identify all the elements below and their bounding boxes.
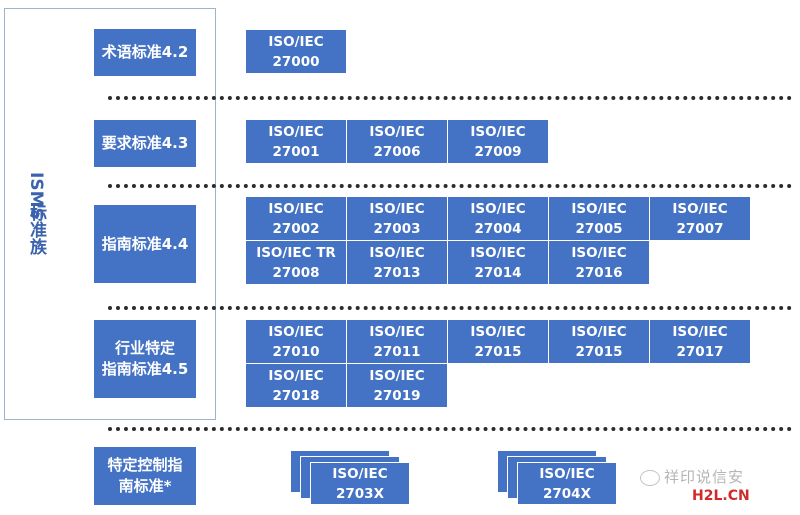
standard-prefix: ISO/IEC [470,200,526,217]
standard-box: ISO/IEC 27005 [549,197,649,240]
standard-prefix: ISO/IEC [268,323,324,340]
standard-prefix: ISO/IEC [369,123,425,140]
standard-prefix: ISO/IEC [470,123,526,140]
standard-number: 27007 [676,220,724,237]
standard-prefix: ISO/IEC TR [256,244,336,261]
isms-family-frame [4,8,216,420]
standard-box: ISO/IEC 27010 [246,320,346,363]
standard-box: ISO/IEC 27016 [549,241,649,284]
standard-prefix: ISO/IEC [268,367,324,384]
standard-number: 27014 [474,264,522,281]
watermark-account: 祥印说信安 [664,468,745,486]
standard-box: ISO/IEC 27011 [347,320,447,363]
standard-box: ISO/IEC 27002 [246,197,346,240]
standard-box: ISO/IEC 27015 [448,320,548,363]
watermark-site: H2L.CN [692,488,750,504]
standard-number: 27000 [272,53,320,70]
separator-dotted-3 [108,306,792,310]
standard-number: 27010 [272,343,320,360]
standard-prefix: ISO/IEC [470,244,526,261]
standard-prefix: ISO/IEC [672,200,728,217]
category-sector-specific: 行业特定 指南标准4.5 [94,320,196,398]
standard-prefix: ISO/IEC [369,244,425,261]
standard-prefix: ISO/IEC [672,323,728,340]
standard-number: 2704X [543,485,591,502]
standard-number: 27006 [373,143,421,160]
standard-box: ISO/IEC TR 27008 [246,241,346,284]
standard-box: ISO/IEC 27004 [448,197,548,240]
standard-box: ISO/IEC 27018 [246,364,346,407]
wechat-icon [640,470,660,486]
standard-number: 27018 [272,387,320,404]
standard-prefix: ISO/IEC [369,367,425,384]
standard-box-2704x: ISO/IEC 2704X [517,462,617,505]
standard-number: 27002 [272,220,320,237]
standard-number: 27008 [272,264,320,281]
standard-box: ISO/IEC 27019 [347,364,447,407]
standard-number: 27019 [373,387,421,404]
standard-prefix: ISO/IEC [571,244,627,261]
standard-box: ISO/IEC 27014 [448,241,548,284]
standard-box: ISO/IEC 27013 [347,241,447,284]
category-sector-line1: 行业特定 [114,339,175,357]
category-requirements: 要求标准4.3 [94,120,196,167]
standard-prefix: ISO/IEC [268,33,324,50]
standard-box-2703x: ISO/IEC 2703X [310,462,410,505]
standard-box: ISO/IEC 27017 [650,320,750,363]
standard-prefix: ISO/IEC [470,323,526,340]
standard-number: 27016 [575,264,623,281]
standard-number: 27009 [474,143,522,160]
category-control-line1: 特定控制指 [107,456,183,474]
standard-number: 27015 [575,343,623,360]
separator-dotted-1 [108,96,792,100]
isms-family-acronym: ISMS [26,172,46,220]
standard-number: 27004 [474,220,522,237]
standard-box: ISO/IEC 27001 [246,120,346,163]
standard-number: 27003 [373,220,421,237]
standard-prefix: ISO/IEC [539,465,595,482]
standard-prefix: ISO/IEC [332,465,388,482]
standard-prefix: ISO/IEC [268,200,324,217]
standard-box: ISO/IEC 27009 [448,120,548,163]
standard-box: ISO/IEC 27000 [246,30,346,73]
standard-prefix: ISO/IEC [369,323,425,340]
standard-prefix: ISO/IEC [571,323,627,340]
standard-number: 27017 [676,343,724,360]
standard-number: 27015 [474,343,522,360]
standard-box: ISO/IEC 27015 [549,320,649,363]
standard-number: 2703X [336,485,384,502]
category-guidelines: 指南标准4.4 [94,205,196,283]
separator-dotted-2 [108,184,792,188]
category-control-specific: 特定控制指 南标准* [94,447,196,505]
isms-family-suffix: 标准族 [26,204,46,255]
standard-number: 27013 [373,264,421,281]
separator-dotted-4 [108,427,792,431]
standard-number: 27001 [272,143,320,160]
isms-family-label: ISMS 标准族 [20,172,52,255]
category-control-line2: 南标准* [118,477,172,495]
category-terms: 术语标准4.2 [94,29,196,76]
standard-number: 27011 [373,343,421,360]
standard-prefix: ISO/IEC [268,123,324,140]
category-sector-line2: 指南标准4.5 [101,360,189,378]
standard-prefix: ISO/IEC [571,200,627,217]
standard-box: ISO/IEC 27007 [650,197,750,240]
standard-prefix: ISO/IEC [369,200,425,217]
standard-box: ISO/IEC 27003 [347,197,447,240]
standard-number: 27005 [575,220,623,237]
standard-box: ISO/IEC 27006 [347,120,447,163]
